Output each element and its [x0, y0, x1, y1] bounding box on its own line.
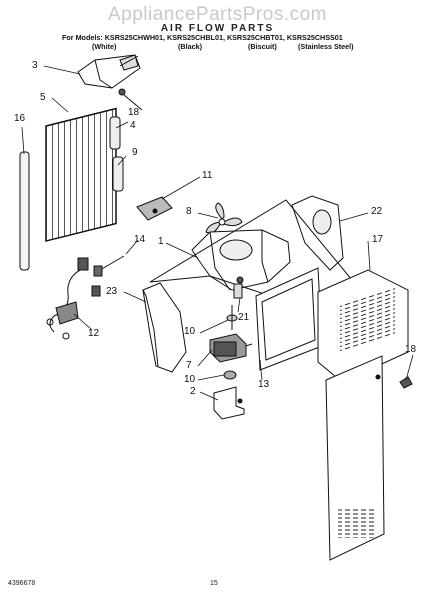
- part-10-washer-top: [226, 305, 238, 330]
- part-14-harness: [46, 255, 125, 340]
- part-3-duct: [77, 54, 141, 89]
- part-22-cover: [291, 195, 344, 271]
- callout-8: 8: [186, 206, 192, 217]
- part-4-post: [109, 116, 121, 150]
- diagram-title: AIR FLOW PARTS: [160, 23, 275, 34]
- variant-stainless: (Stainless Steel): [298, 42, 354, 51]
- models-line: For Models: KSRS25CHWH01, KSRS25CHBL01, …: [62, 33, 343, 42]
- callout-16: 16: [14, 113, 26, 124]
- part-18-screw-right: [399, 376, 413, 389]
- callout-21: 21: [238, 312, 250, 323]
- callout-18: 18: [128, 107, 140, 118]
- callout-2: 2: [190, 386, 196, 397]
- callout-17: 17: [372, 234, 384, 245]
- variant-black: (Black): [178, 42, 202, 51]
- callout-5: 5: [40, 92, 46, 103]
- variant-biscuit: (Biscuit): [248, 42, 277, 51]
- callout-3: 3: [32, 60, 38, 71]
- document-number: 4396678: [8, 580, 36, 587]
- callout-1: 1: [158, 236, 164, 247]
- callout-13: 13: [258, 379, 270, 390]
- part-18-screw-top: [118, 88, 143, 111]
- leader-lines: [21, 65, 414, 401]
- callout-10-lower: 10: [184, 374, 196, 385]
- part-21-shaft: [233, 276, 244, 299]
- callout-14: 14: [134, 234, 146, 245]
- callout-4: 4: [130, 120, 136, 131]
- watermark: AppliancePartsPros.com: [107, 4, 328, 25]
- callout-12: 12: [88, 328, 100, 339]
- page-number: 15: [210, 580, 218, 587]
- part-7-motor: [209, 333, 253, 363]
- callout-18-right: 18: [405, 344, 417, 355]
- part-9-post: [112, 156, 124, 192]
- part-8-fan-blade: [205, 202, 243, 234]
- callout-22: 22: [371, 206, 383, 217]
- part-11-bracket: [136, 196, 173, 221]
- callout-10-upper: 10: [184, 326, 196, 337]
- callout-9: 9: [132, 147, 138, 158]
- callout-11: 11: [202, 170, 213, 181]
- part-2-bracket: [213, 386, 245, 420]
- part-10-washer-bottom: [223, 370, 237, 380]
- part-23-insulation: [142, 282, 187, 373]
- part-13-gasket: [255, 267, 323, 371]
- variant-white: (White): [92, 42, 117, 51]
- callout-7: 7: [186, 360, 192, 371]
- part-1-fan-housing: [191, 229, 291, 291]
- part-17-back-panel: [317, 269, 409, 561]
- part-16-strip: [19, 151, 30, 271]
- part-5-grille: [45, 107, 117, 242]
- callout-23: 23: [106, 286, 118, 297]
